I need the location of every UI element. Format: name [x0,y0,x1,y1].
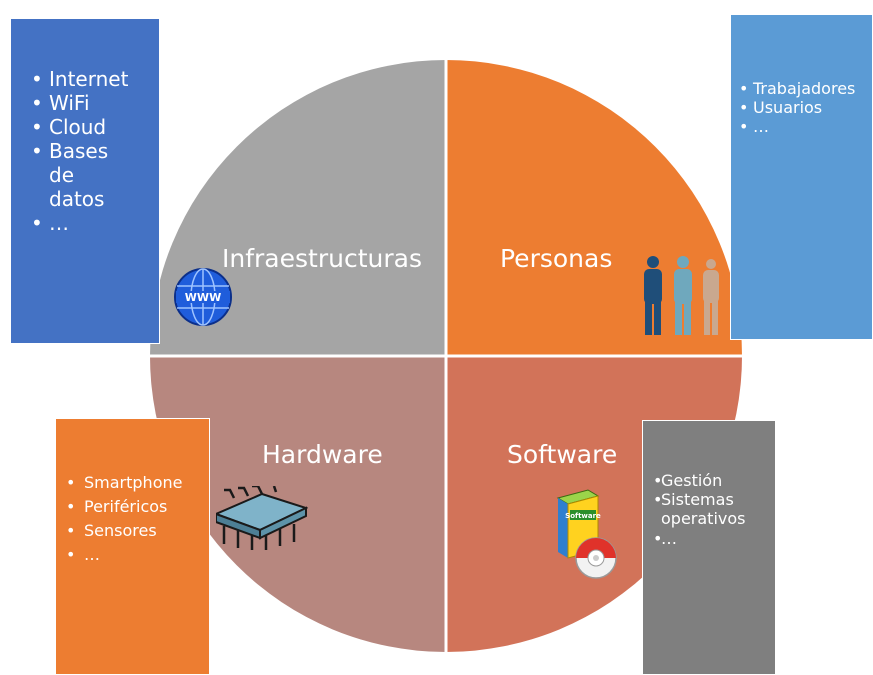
list-item: Sensores [62,519,209,543]
list-item: Gestión [649,471,775,490]
list-item: … [62,543,209,567]
software-box-icon: Software [556,489,617,579]
list-item: Smartphone [62,471,209,495]
list-item: Usuarios [735,98,872,117]
quadrant-personas [446,60,742,356]
list-item: Trabajadores [735,79,872,98]
globe-www-icon: WWW [174,268,232,326]
quadrant-hardware [150,356,446,652]
list-item: Sistemas operativos [649,490,775,528]
list-item: WiFi [27,91,153,115]
people-icon [644,256,719,335]
list-item: Cloud [27,115,153,139]
infraestructuras-list-box: Internet WiFi Cloud Bases de datos … [10,18,160,344]
personas-list-box: Trabajadores Usuarios … [730,14,873,340]
list-item: … [735,117,872,136]
globe-www-text: WWW [185,291,221,304]
quadrant-label-software: Software [507,440,618,469]
list-item: … [649,529,775,548]
list-item: Periféricos [62,495,209,519]
list-item: Bases de datos [27,139,119,211]
hardware-list-box: Smartphone Periféricos Sensores … [55,418,210,675]
software-box-text: Software [565,512,601,520]
software-list-box: Gestión Sistemas operativos … [642,420,776,675]
quadrant-label-infraestructuras: Infraestructuras [222,244,422,273]
quadrant-label-hardware: Hardware [262,440,383,469]
quadrant-label-personas: Personas [500,244,613,273]
list-item: Internet [27,67,153,91]
list-item: … [27,211,153,235]
microchip-icon [216,486,308,550]
